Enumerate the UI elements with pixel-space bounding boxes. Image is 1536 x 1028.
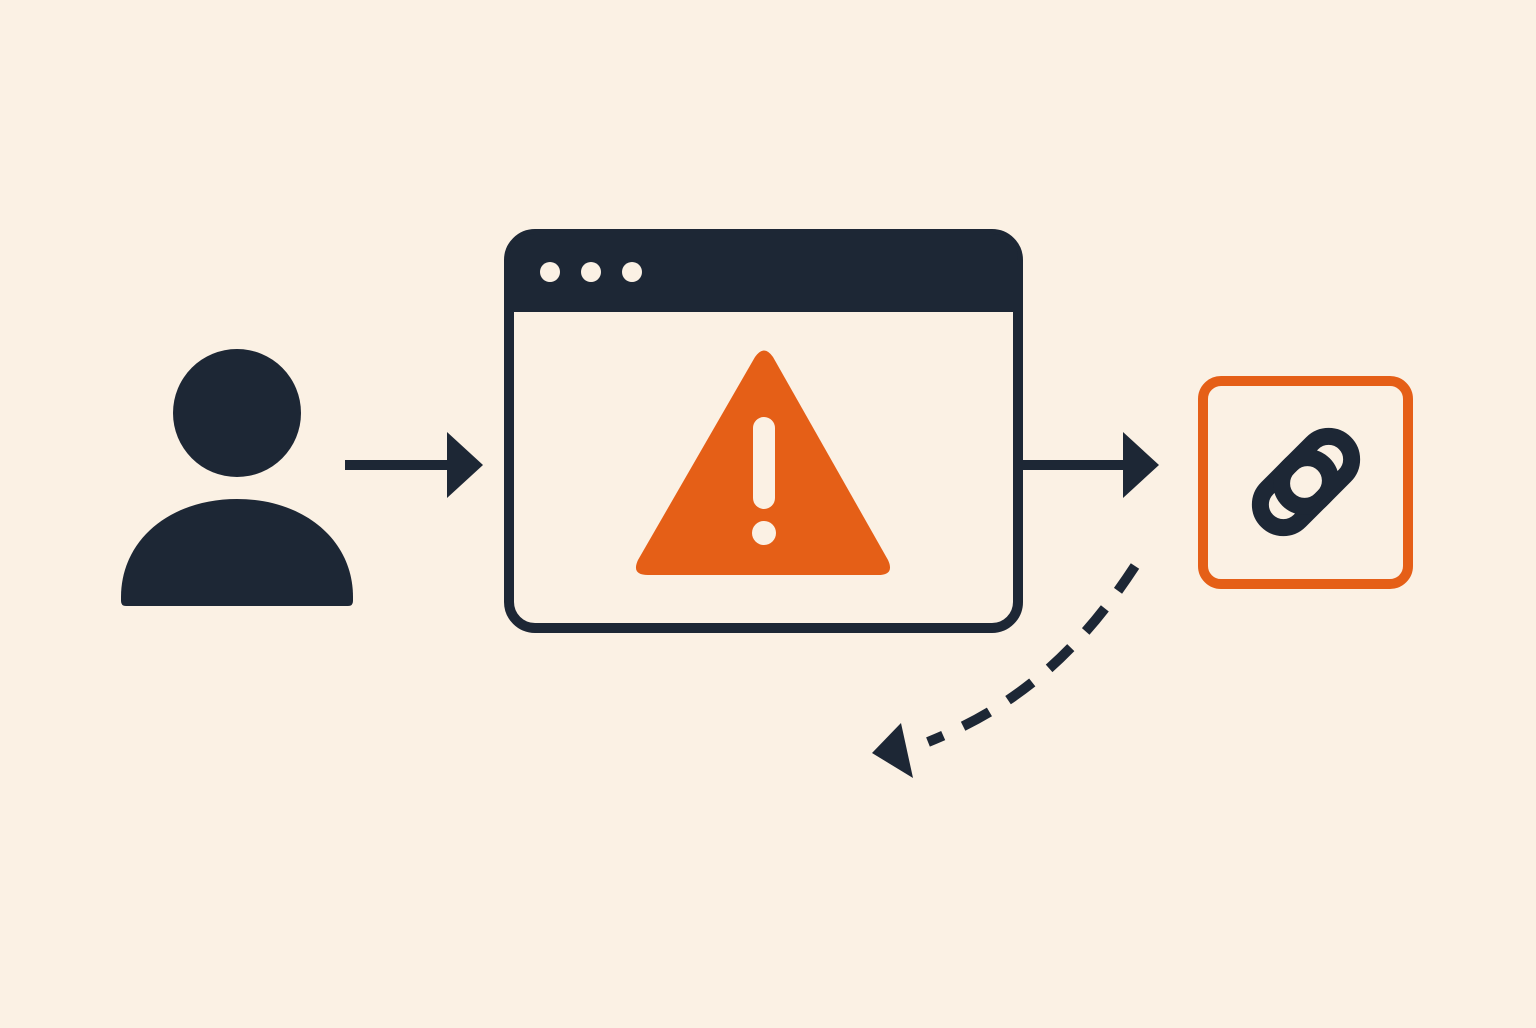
warning-triangle-icon [635, 350, 891, 575]
browser-title-bar [509, 234, 1018, 312]
window-dot-2 [581, 262, 601, 282]
exclamation-bar [753, 417, 775, 509]
window-dot-1 [540, 262, 560, 282]
chain-link-lower [1273, 427, 1361, 515]
exclamation-dot [752, 521, 776, 545]
browser-window-icon [504, 229, 1023, 633]
dashed-return-arrow [872, 563, 1140, 778]
dashed-arrow-head [872, 723, 913, 778]
arrow-user-to-browser [345, 432, 483, 498]
chain-link-icon [1198, 376, 1413, 589]
user-body [121, 499, 353, 606]
link-box [1198, 376, 1413, 589]
arrow-head [1123, 432, 1159, 498]
user-icon [121, 349, 353, 606]
user-head [173, 349, 301, 477]
arrow-browser-to-link [1023, 432, 1159, 498]
window-dot-3 [622, 262, 642, 282]
chain-links [1251, 427, 1361, 537]
arrow-head [447, 432, 483, 498]
